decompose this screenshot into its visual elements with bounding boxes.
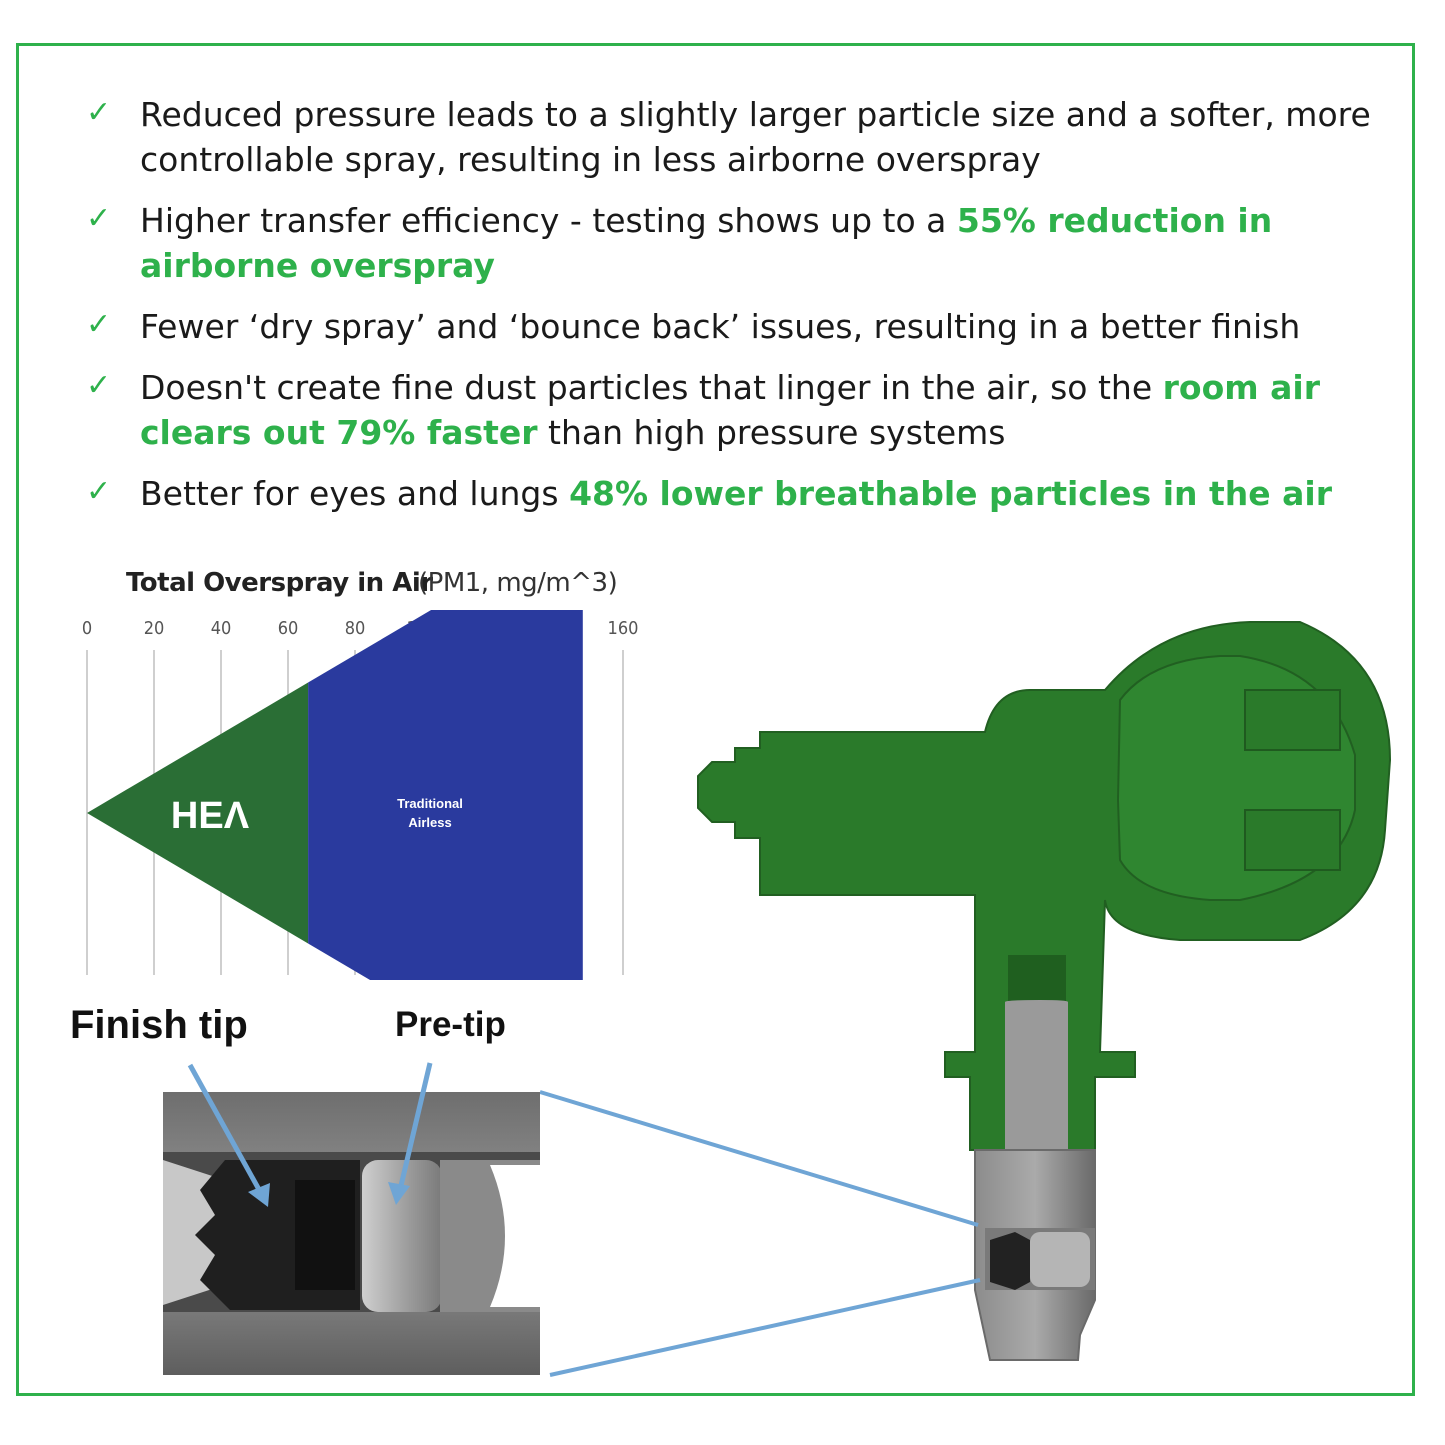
content-frame: [16, 43, 1415, 1396]
zoom-line-top: [539, 1090, 979, 1227]
feature-text: Higher transfer efficiency - testing sho…: [140, 201, 957, 240]
check-icon: ✓: [86, 95, 112, 130]
overspray-chart: 020406080100120140160HEΛTraditionalAirle…: [82, 610, 639, 980]
feature-list: ✓ Reduced pressure leads to a slightly la…: [86, 92, 1386, 532]
highlight-text: 48% lower breathable particles in the ai…: [569, 474, 1332, 513]
check-icon: ✓: [86, 307, 112, 342]
finish-tip-arrow: [187, 1063, 265, 1197]
x-tick-label: 80: [345, 618, 366, 639]
traditional-airless-bar: [308, 610, 583, 980]
feature-item: ✓ Reduced pressure leads to a slightly la…: [86, 92, 1386, 182]
highlight-text: 55% reduction in airborne overspray: [140, 201, 1273, 285]
chart-unit: (PM1, mg/m^3): [418, 568, 618, 598]
feature-item: ✓ Better for eyes and lungs 48% lower bre…: [86, 471, 1386, 516]
traditional-label-line2: Airless: [408, 815, 451, 830]
tip-insert: [974, 1000, 1096, 1361]
check-icon: ✓: [86, 368, 112, 403]
x-tick-label: 0: [82, 618, 92, 639]
hea-bar: [87, 682, 309, 944]
pre-tip-arrow: [397, 1062, 433, 1191]
x-tick-label: 40: [211, 618, 232, 639]
finish-tip-label: Finish tip: [70, 1003, 248, 1047]
chart-title: Total Overspray in Air: [126, 568, 433, 598]
feature-text: than high pressure systems: [537, 413, 1006, 452]
feature-text: Doesn't create fine dust particles that …: [140, 368, 1163, 407]
x-tick-label: 60: [278, 618, 299, 639]
feature-item: ✓ Fewer ‘dry spray’ and ‘bounce back’ iss…: [86, 304, 1386, 349]
check-icon: ✓: [86, 201, 112, 236]
pre-tip-label: Pre-tip: [395, 1005, 506, 1044]
hea-label: HEΛ: [171, 795, 250, 837]
feature-text: Reduced pressure leads to a slightly lar…: [140, 95, 1371, 179]
traditional-label-line1: Traditional: [397, 796, 463, 811]
feature-text: Fewer ‘dry spray’ and ‘bounce back’ issu…: [140, 307, 1301, 346]
highlight-text: room air clears out 79% faster: [140, 368, 1320, 452]
feature-item: ✓ Higher transfer efficiency - testing sh…: [86, 198, 1386, 288]
x-tick-label: 20: [144, 618, 165, 639]
spray-tip-handle: [697, 621, 1392, 1151]
feature-text: Better for eyes and lungs: [140, 474, 570, 513]
feature-item: ✓ Doesn't create fine dust particles that…: [86, 365, 1386, 455]
x-tick-label: 160: [608, 618, 639, 639]
tip-cross-section: [163, 1092, 540, 1375]
zoom-line-bottom: [549, 1278, 981, 1377]
check-icon: ✓: [86, 474, 112, 509]
